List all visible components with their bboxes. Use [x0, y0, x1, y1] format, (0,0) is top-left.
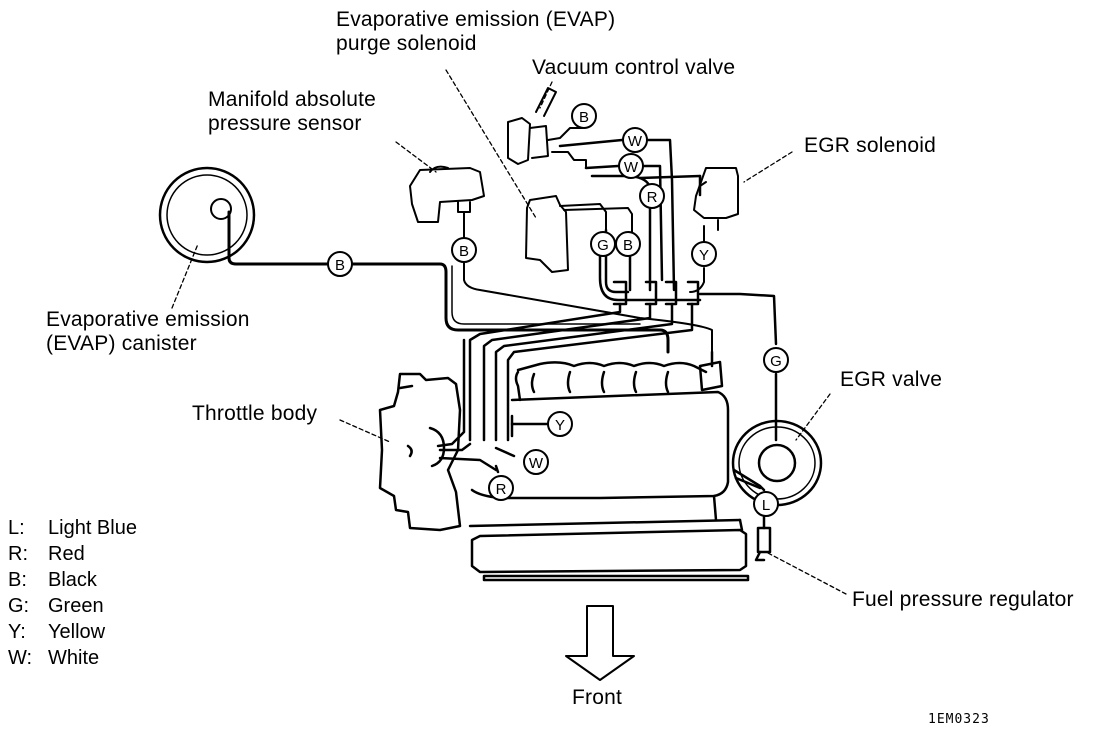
hose-tag: B: [451, 237, 477, 263]
label-throttle-body: Throttle body: [192, 402, 318, 425]
hose-tag: R: [488, 475, 514, 501]
legend-row: B: Black: [8, 568, 97, 592]
hose-tag: R: [639, 183, 665, 209]
label-evap-canister: Evaporative emission (EVAP) canister: [46, 308, 250, 356]
svg-text:G: G: [770, 353, 782, 370]
label-fuel-pressure-regulator: Fuel pressure regulator: [852, 588, 1074, 611]
fuel-pressure-regulator-part: [734, 476, 772, 562]
svg-text:G: G: [597, 237, 609, 254]
map-sensor: [409, 165, 713, 365]
hose-tag: L: [753, 491, 779, 517]
hose-tag: G: [763, 347, 789, 373]
label-evap-canister-line2: (EVAP) canister: [46, 332, 197, 355]
hose-junction: [612, 280, 778, 442]
figure-code: 1EM0323: [928, 712, 990, 727]
svg-text:Y: Y: [699, 247, 709, 264]
hose-tag: W: [523, 449, 549, 475]
hose-tag: G: [590, 231, 616, 257]
throttle-body-part: [378, 372, 462, 532]
hose-tag: B: [327, 251, 353, 277]
hose-tag: B: [615, 231, 641, 257]
legend-value: Green: [48, 595, 104, 617]
label-egr-valve: EGR valve: [840, 368, 943, 391]
svg-text:B: B: [579, 109, 589, 126]
vacuum-control-valve: [507, 87, 587, 169]
throttle-hoses: [438, 414, 550, 474]
front-arrow-icon: [565, 605, 635, 681]
legend-value: Light Blue: [48, 517, 137, 539]
legend-row: Y: Yellow: [8, 620, 105, 644]
label-egr-solenoid: EGR solenoid: [804, 134, 936, 157]
svg-text:R: R: [647, 189, 658, 206]
label-evap-canister-line1: Evaporative emission: [46, 308, 250, 331]
legend-row: L: Light Blue: [8, 516, 137, 540]
svg-text:W: W: [529, 455, 544, 472]
legend-key: L:: [8, 517, 25, 539]
legend-value: Red: [48, 543, 85, 565]
hose-tag: B: [571, 103, 597, 129]
label-front: Front: [572, 686, 623, 709]
legend-value: White: [48, 647, 100, 669]
legend-row: R: Red: [8, 542, 85, 566]
label-map-sensor: Manifold absolute pressure sensor: [208, 88, 376, 136]
label-map-sensor-line1: Manifold absolute: [208, 88, 377, 111]
egr-solenoid: [689, 167, 739, 293]
label-evap-purge-solenoid: Evaporative emission (EVAP) purge soleno…: [336, 8, 615, 56]
legend-key: W:: [8, 647, 33, 669]
leader-lines: [171, 69, 847, 595]
legend-row: W: White: [8, 646, 99, 670]
svg-text:B: B: [623, 237, 633, 254]
legend-key: R:: [8, 543, 28, 565]
evap-purge-solenoid: [525, 195, 633, 273]
hose-tags: B W W R B G B Y: [327, 103, 789, 517]
label-evap-purge-solenoid-line2: purge solenoid: [336, 32, 477, 55]
svg-text:W: W: [624, 159, 639, 176]
svg-text:Y: Y: [555, 417, 565, 434]
label-evap-purge-solenoid-line1: Evaporative emission (EVAP): [336, 8, 616, 31]
intake-plenum: [470, 350, 730, 500]
svg-text:B: B: [335, 257, 345, 274]
white-hoses: [558, 138, 676, 292]
hose-tag: Y: [691, 241, 717, 267]
hose-tag: W: [622, 127, 648, 153]
legend-row: G: Green: [8, 594, 104, 618]
legend-key: G:: [8, 595, 30, 617]
legend-value: Yellow: [48, 621, 106, 643]
svg-text:L: L: [762, 497, 770, 514]
legend-value: Black: [48, 569, 97, 591]
evap-canister: [158, 166, 256, 264]
fuel-rail: [468, 494, 750, 582]
svg-text:B: B: [459, 243, 469, 260]
legend-key: Y:: [8, 621, 26, 643]
label-map-sensor-line2: pressure sensor: [208, 112, 362, 135]
svg-text:R: R: [496, 481, 507, 498]
hose-tag: W: [618, 153, 644, 179]
svg-text:W: W: [628, 133, 643, 150]
hose-tag: Y: [547, 411, 573, 437]
label-vacuum-control-valve: Vacuum control valve: [532, 56, 736, 79]
legend-key: B:: [8, 569, 27, 591]
